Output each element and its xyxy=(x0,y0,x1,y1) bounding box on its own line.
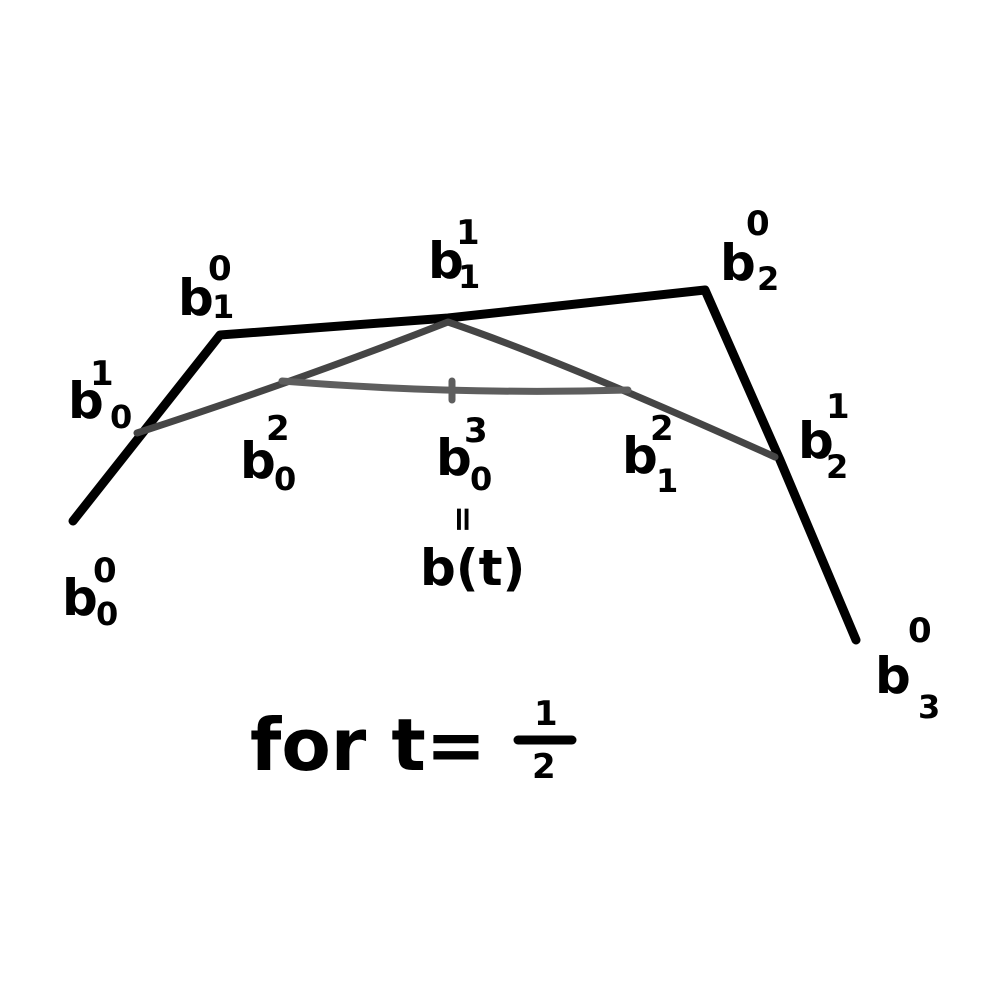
svg-text:3: 3 xyxy=(464,411,488,451)
label-b1-0: b 0 1 xyxy=(178,249,234,327)
label-b2-0: b 0 2 xyxy=(720,204,779,298)
svg-text:0: 0 xyxy=(93,551,117,591)
control-polygon xyxy=(68,285,861,645)
svg-text:2: 2 xyxy=(266,409,290,449)
svg-text:2: 2 xyxy=(757,260,779,298)
equals-sign: = xyxy=(443,505,483,534)
label-b1-1: b 1 1 xyxy=(428,213,480,296)
label-b0-3: b 3 0 xyxy=(436,411,492,498)
svg-text:0: 0 xyxy=(470,460,492,498)
svg-text:b: b xyxy=(428,232,464,290)
svg-text:0: 0 xyxy=(96,595,118,633)
svg-text:b: b xyxy=(622,427,658,485)
svg-text:3: 3 xyxy=(918,688,940,726)
level-1-polygon xyxy=(133,318,779,461)
curve-point-label: b(t) xyxy=(420,539,525,597)
svg-text:b: b xyxy=(68,372,104,430)
label-b3-0: b 0 3 xyxy=(875,611,940,726)
label-b0-2: b 2 0 xyxy=(240,409,296,498)
svg-text:1: 1 xyxy=(212,288,234,326)
svg-text:1: 1 xyxy=(90,354,114,394)
svg-text:2: 2 xyxy=(826,448,848,486)
svg-text:b: b xyxy=(436,429,472,487)
svg-text:b: b xyxy=(875,647,911,705)
label-b0-1: b 1 0 xyxy=(68,354,132,436)
svg-text:1: 1 xyxy=(456,213,480,253)
svg-text:1: 1 xyxy=(458,258,480,296)
svg-text:b: b xyxy=(720,234,756,292)
svg-text:0: 0 xyxy=(746,204,770,244)
svg-text:2: 2 xyxy=(650,409,674,449)
fraction-denominator: 2 xyxy=(532,747,556,787)
caption: for t= 1 2 xyxy=(250,694,577,787)
svg-text:0: 0 xyxy=(274,460,296,498)
svg-text:b: b xyxy=(62,569,98,627)
label-b1-2: b 2 1 xyxy=(622,409,678,500)
fraction-numerator: 1 xyxy=(534,694,558,734)
svg-text:0: 0 xyxy=(208,249,232,289)
svg-text:1: 1 xyxy=(656,462,678,500)
label-b0-0: b 0 0 xyxy=(62,551,118,633)
label-b2-1: b 1 2 xyxy=(798,387,850,486)
svg-text:0: 0 xyxy=(110,398,132,436)
caption-text: for t= xyxy=(250,703,486,787)
svg-text:b: b xyxy=(798,412,834,470)
svg-text:b: b xyxy=(178,269,214,327)
svg-text:b: b xyxy=(240,432,276,490)
svg-text:0: 0 xyxy=(908,611,932,651)
svg-text:1: 1 xyxy=(826,387,850,427)
